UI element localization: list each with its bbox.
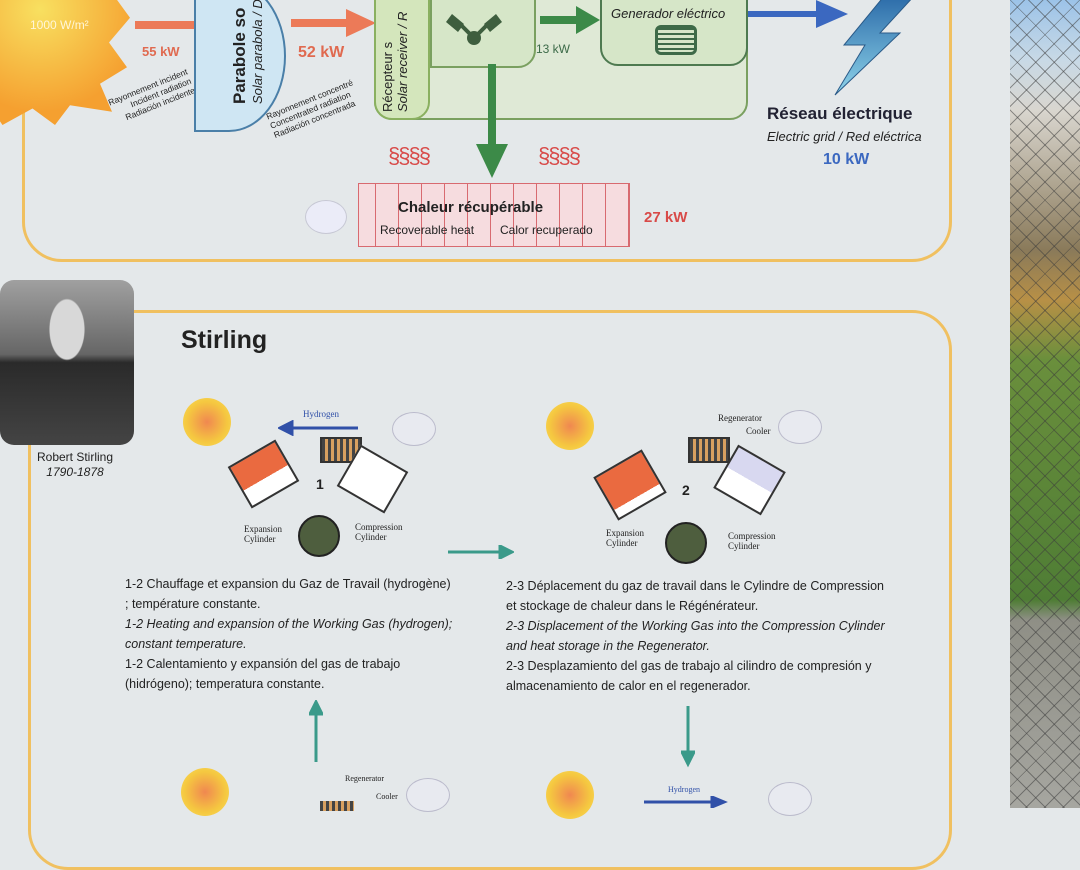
mechanical-kw: 13 kW bbox=[536, 42, 571, 56]
portrait-name: Robert Stirling bbox=[36, 450, 114, 464]
parabola-title: Parabole so bbox=[230, 7, 249, 104]
portrait-years: 1790-1878 bbox=[46, 465, 104, 479]
parabola-subtitle: Solar parabola / Disc bbox=[250, 0, 265, 104]
blowing-face-icon bbox=[392, 412, 436, 446]
cooler-label: Cooler bbox=[376, 792, 398, 801]
regenerator-label: Regenerator bbox=[718, 413, 762, 423]
heat-subtitle-es: Calor recuperado bbox=[500, 223, 593, 237]
heat-subtitle-en: Recoverable heat bbox=[380, 223, 475, 237]
electric-arrow-icon bbox=[748, 0, 848, 28]
compression-label: Compression Cylinder bbox=[355, 522, 403, 542]
step-number: 2 bbox=[682, 482, 690, 498]
concentrated-arrow-icon bbox=[291, 9, 376, 37]
heat-title: Chaleur récupérable bbox=[398, 199, 544, 216]
blowing-face-icon bbox=[406, 778, 450, 812]
fence-background bbox=[1010, 0, 1080, 808]
hydrogen-arrow-icon bbox=[644, 796, 728, 808]
receiver-box bbox=[374, 0, 430, 120]
step1-description: 1-2 Chauffage et expansion du Gaz de Tra… bbox=[125, 574, 455, 694]
grid-subtitle: Electric grid / Red eléctrica bbox=[767, 129, 922, 144]
sun-icon bbox=[546, 771, 594, 819]
regenerator-icon bbox=[320, 801, 354, 811]
heat-kw: 27 kW bbox=[644, 209, 688, 226]
blowing-face-icon bbox=[768, 782, 812, 816]
energy-flow-panel bbox=[22, 0, 952, 262]
step-number: 1 bbox=[316, 476, 324, 492]
concentrated-kw: 52 kW bbox=[298, 44, 345, 61]
expansion-label: Expansion Cylinder bbox=[606, 528, 644, 548]
step1-text-en: 1-2 Heating and expansion of the Working… bbox=[125, 617, 453, 651]
hydrogen-label: Hydrogen bbox=[668, 785, 700, 794]
crankshaft-icon bbox=[665, 522, 707, 564]
hydrogen-arrow-icon bbox=[278, 420, 358, 436]
cycle-arrow-down-icon bbox=[681, 706, 695, 768]
generator-label: Generador eléctrico bbox=[611, 6, 726, 21]
incident-kw: 55 kW bbox=[142, 44, 180, 59]
step2-text-fr: 2-3 Déplacement du gaz de travail dans l… bbox=[506, 579, 884, 613]
stirling-engine-box bbox=[430, 0, 536, 68]
heat-waves-icon: §§§§ bbox=[388, 143, 431, 168]
blowing-face-icon bbox=[305, 200, 347, 234]
step2-text-en: 2-3 Displacement of the Working Gas into… bbox=[506, 619, 885, 653]
sun-icon bbox=[181, 768, 229, 816]
hydrogen-label: Hydrogen bbox=[303, 409, 339, 419]
mechanical-arrow-icon bbox=[540, 6, 600, 34]
crankshaft-icon bbox=[298, 515, 340, 557]
robert-stirling-portrait bbox=[0, 280, 134, 445]
engine-icon bbox=[446, 14, 502, 45]
step1-text-fr: 1-2 Chauffage et expansion du Gaz de Tra… bbox=[125, 577, 451, 611]
cycle-arrow-up-icon bbox=[309, 700, 323, 762]
motor-icon bbox=[655, 25, 697, 55]
radiator-icon bbox=[358, 183, 630, 247]
step2-text-es: 2-3 Desplazamiento del gas de trabajo al… bbox=[506, 659, 872, 693]
blowing-face-icon bbox=[778, 410, 822, 444]
sun-icon bbox=[183, 398, 231, 446]
regenerator-label: Regenerator bbox=[345, 774, 385, 783]
cooler-label: Cooler bbox=[746, 426, 771, 436]
stirling-title: Stirling bbox=[181, 326, 268, 354]
heat-waves-icon: §§§§ bbox=[538, 143, 581, 168]
regenerator-icon bbox=[688, 437, 730, 463]
expansion-label: Expansion Cylinder bbox=[244, 524, 282, 544]
receiver-subtitle: Solar receiver / R bbox=[395, 11, 410, 112]
cycle-arrow-right-icon bbox=[448, 545, 514, 559]
heat-arrow-icon bbox=[476, 64, 508, 178]
sun-icon bbox=[546, 402, 594, 450]
grid-kw: 10 kW bbox=[823, 151, 870, 168]
compression-label: Compression Cylinder bbox=[728, 531, 776, 551]
irradiance-label: 1000 W/m² bbox=[30, 18, 89, 32]
sun-icon bbox=[0, 0, 130, 125]
lightning-icon bbox=[834, 0, 912, 96]
step1-text-es: 1-2 Calentamiento y expansión del gas de… bbox=[125, 657, 401, 691]
receiver-title: Récepteur s bbox=[380, 41, 395, 112]
grid-title: Réseau électrique bbox=[767, 104, 913, 123]
step2-description: 2-3 Déplacement du gaz de travail dans l… bbox=[506, 576, 886, 696]
